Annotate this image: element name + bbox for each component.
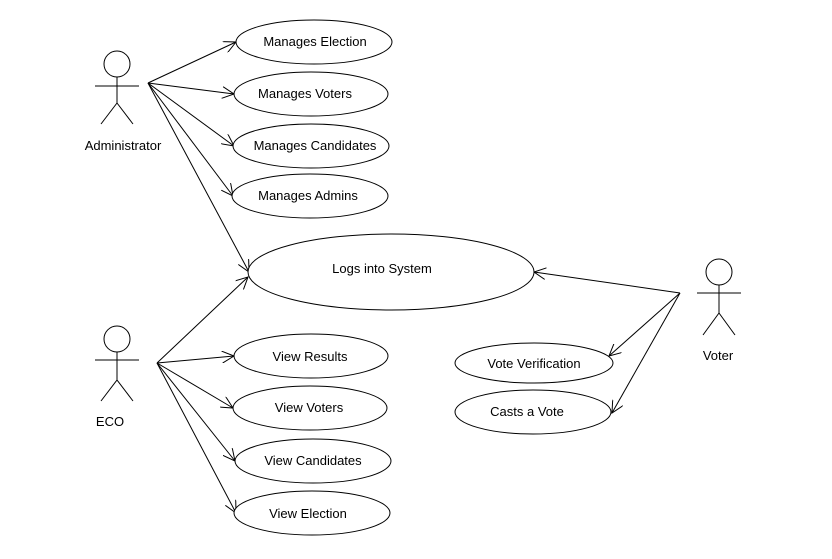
use-case-logs-into-system: Logs into System <box>247 233 535 311</box>
use-case-label: Manages Candidates <box>254 138 377 153</box>
actor-label: ECO <box>96 414 124 429</box>
use-case-view-election: View Election <box>233 490 391 536</box>
use-case-view-voters: View Voters <box>232 385 388 431</box>
association-admin-logs-into-system <box>147 82 249 272</box>
association-eco-logs-into-system <box>156 277 248 364</box>
association-voter-vote-verification <box>609 292 681 356</box>
use-case-label: Logs into System <box>332 261 432 276</box>
association-voter-logs-into-system <box>534 272 681 294</box>
use-case-label: View Candidates <box>264 453 362 468</box>
association-eco-view-voters <box>156 362 233 408</box>
use-case-manages-admins: Manages Admins <box>231 173 389 219</box>
use-case-label: Manages Election <box>263 34 366 49</box>
association-voter-casts-a-vote <box>612 292 681 413</box>
stick-figure-icon <box>697 258 741 336</box>
use-case-view-results: View Results <box>233 333 389 379</box>
actor-label: Administrator <box>85 138 162 153</box>
association-admin-manages-voters <box>147 82 234 94</box>
use-case-manages-election: Manages Election <box>235 19 393 65</box>
use-case-view-candidates: View Candidates <box>234 438 392 484</box>
use-case-manages-candidates: Manages Candidates <box>232 123 390 169</box>
actor-administrator: Administrator <box>85 50 162 153</box>
association-admin-manages-election <box>147 42 236 84</box>
use-case-label: View Election <box>269 506 347 521</box>
use-case-label: Manages Voters <box>258 86 352 101</box>
use-case-label: Vote Verification <box>487 356 580 371</box>
association-admin-manages-candidates <box>147 82 234 146</box>
association-eco-view-results <box>156 356 234 364</box>
actor-voter: Voter <box>697 258 741 363</box>
use-case-label: View Results <box>273 349 348 364</box>
associations <box>147 42 681 513</box>
use-case-label: Casts a Vote <box>490 404 564 419</box>
use-case-label: Manages Admins <box>258 188 358 203</box>
association-admin-manages-admins <box>147 82 233 196</box>
actor-eco: ECO <box>95 325 139 429</box>
stick-figure-icon <box>95 50 139 125</box>
use-case-label: View Voters <box>275 400 344 415</box>
association-eco-view-election <box>156 362 236 513</box>
stick-figure-icon <box>95 325 139 402</box>
use-case-manages-voters: Manages Voters <box>233 71 389 117</box>
use-case-vote-verification: Vote Verification <box>454 342 614 384</box>
association-eco-view-candidates <box>156 362 235 461</box>
actor-label: Voter <box>703 348 734 363</box>
use-case-casts-a-vote: Casts a Vote <box>454 389 612 435</box>
